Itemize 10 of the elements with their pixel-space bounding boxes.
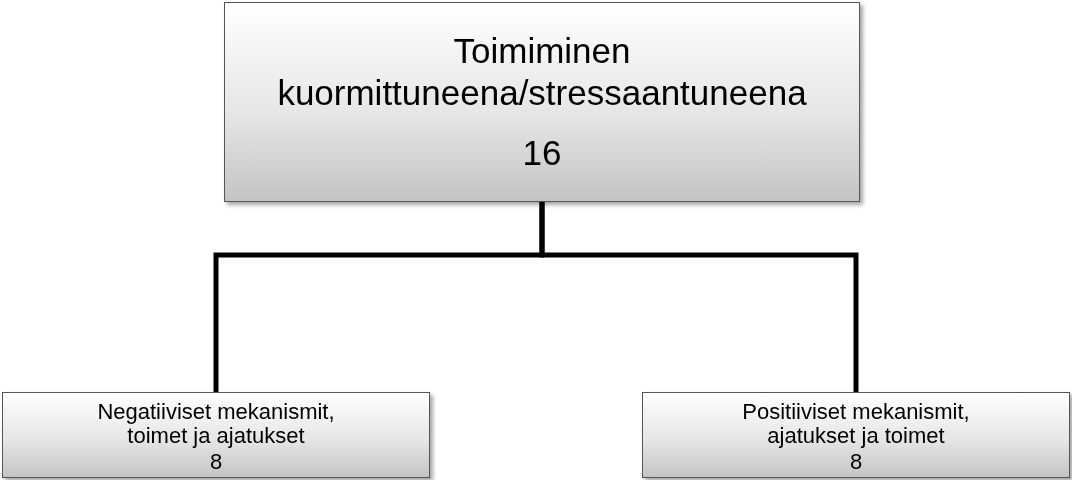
box-title: Positiiviset mekanismit, ajatukset ja toimet xyxy=(741,400,971,449)
box-title: Negatiiviset mekanismit, toimet ja ajatukset xyxy=(96,400,336,449)
box-title: Toimiminen kuormittuneena/stressaantuneena xyxy=(276,30,808,114)
count-number: 8 xyxy=(209,450,223,475)
process-box xyxy=(224,2,860,202)
process-box xyxy=(2,392,430,478)
connector-line xyxy=(539,202,859,392)
count-number: 8 xyxy=(849,450,863,475)
process-box xyxy=(642,392,1070,478)
count-number: 16 xyxy=(522,132,562,174)
